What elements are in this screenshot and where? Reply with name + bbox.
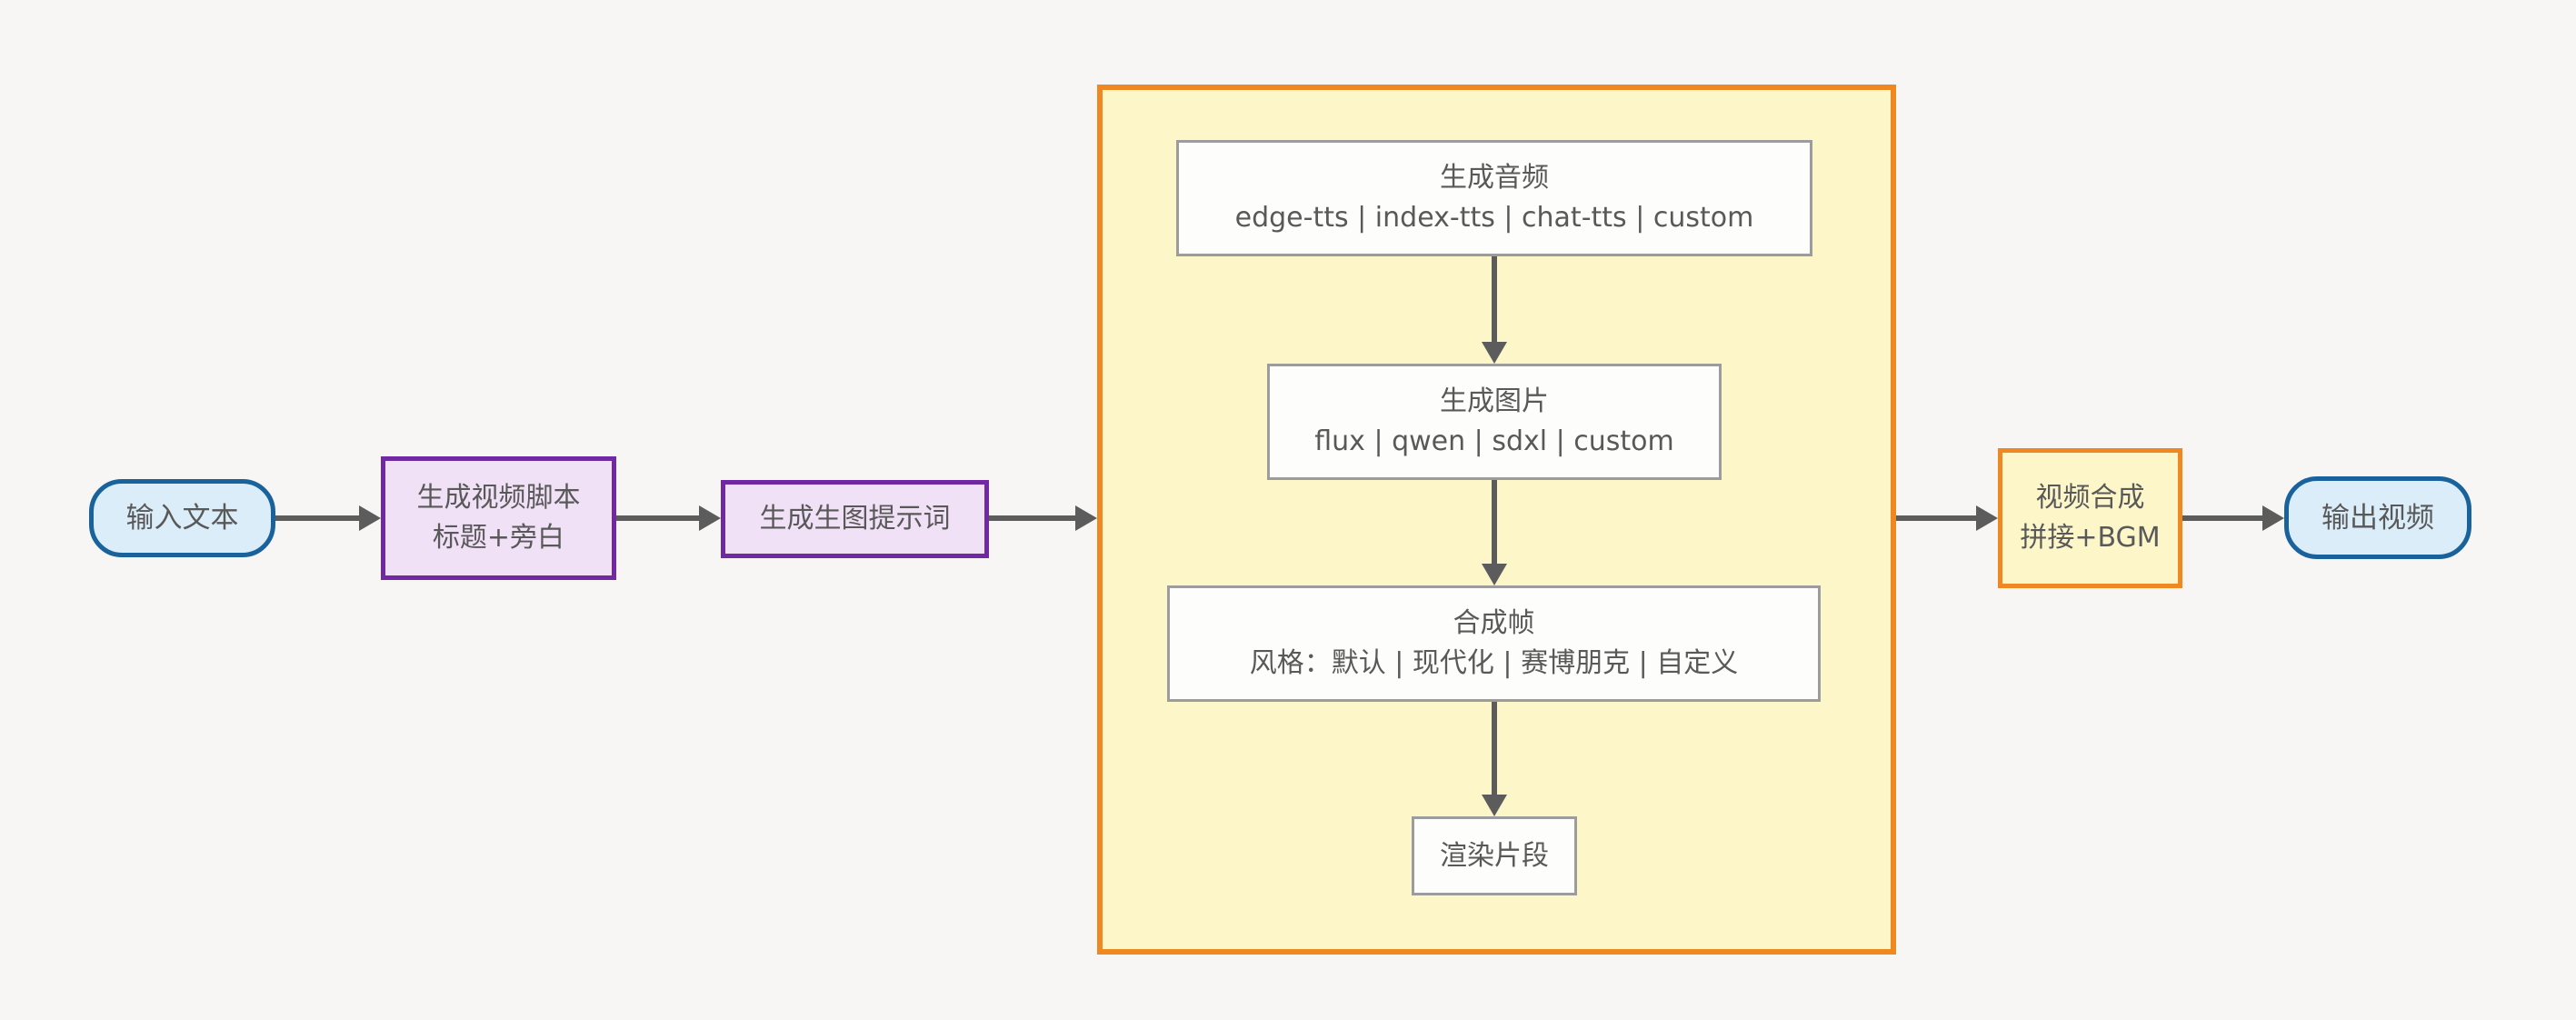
flow-arrow-shaft: [1492, 702, 1497, 796]
node-label: 生成生图提示词: [759, 503, 951, 535]
flow-arrow-shaft: [275, 515, 361, 521]
node-generate-image: 生成图片 flux | qwen | sdxl | custom: [1267, 364, 1722, 480]
flow-arrowhead-icon: [1482, 564, 1507, 585]
node-subtitle: flux | qwen | sdxl | custom: [1314, 425, 1674, 457]
node-label: 输入文本: [125, 502, 239, 535]
node-output-video: 输出视频: [2284, 476, 2471, 559]
node-subtitle: 标题+旁白: [432, 522, 565, 554]
flow-arrow-shaft: [1492, 480, 1497, 565]
flow-arrow-shaft: [1896, 515, 1978, 521]
flow-arrowhead-icon: [1482, 342, 1507, 364]
node-subtitle: edge-tts | index-tts | chat-tts | custom: [1234, 202, 1754, 234]
flow-arrowhead-icon: [2262, 505, 2284, 531]
node-title: 生成视频脚本: [416, 482, 581, 514]
node-generate-script: 生成视频脚本 标题+旁白: [381, 456, 616, 580]
node-render-clip: 渲染片段: [1412, 816, 1577, 895]
flow-arrowhead-icon: [359, 505, 381, 531]
node-title: 生成图片: [1440, 385, 1549, 417]
node-label: 输出视频: [2321, 501, 2434, 535]
node-input-text: 输入文本: [89, 479, 275, 557]
flow-arrowhead-icon: [1976, 505, 1998, 531]
flow-arrowhead-icon: [699, 505, 721, 531]
node-subtitle: 拼接+BGM: [2020, 522, 2161, 554]
node-title: 合成帧: [1453, 607, 1535, 639]
node-video-compose: 视频合成 拼接+BGM: [1998, 448, 2182, 588]
flow-arrow-shaft: [2182, 515, 2264, 521]
node-generate-audio: 生成音频 edge-tts | index-tts | chat-tts | c…: [1176, 140, 1812, 256]
flow-arrow-shaft: [989, 515, 1077, 521]
flow-arrow-shaft: [1492, 256, 1497, 344]
node-subtitle: 风格：默认 | 现代化 | 赛博朋克 | 自定义: [1249, 647, 1739, 679]
node-title: 视频合成: [2035, 482, 2145, 514]
flow-arrowhead-icon: [1482, 795, 1507, 816]
flow-arrowhead-icon: [1075, 505, 1097, 531]
node-label: 渲染片段: [1440, 839, 1549, 872]
flow-arrow-shaft: [616, 515, 701, 521]
node-compose-frame: 合成帧 风格：默认 | 现代化 | 赛博朋克 | 自定义: [1167, 585, 1821, 702]
node-title: 生成音频: [1440, 162, 1549, 194]
node-generate-image-prompt: 生成生图提示词: [721, 480, 989, 558]
